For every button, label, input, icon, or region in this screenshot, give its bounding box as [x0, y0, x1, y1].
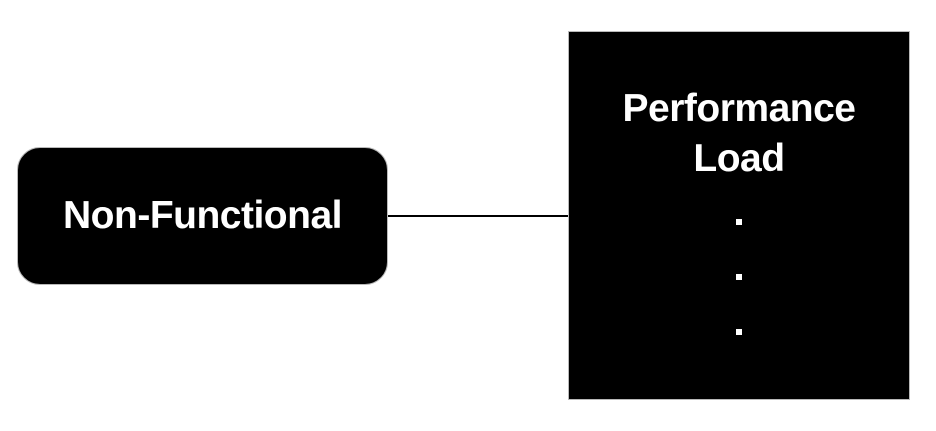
node-performance-load[interactable]: Performance Load	[568, 31, 910, 400]
node-non-functional-label: Non-Functional	[63, 194, 342, 237]
dot-marker-icon	[736, 273, 742, 280]
dot-marker-icon	[736, 328, 742, 335]
node-title-line-1: Performance	[622, 87, 856, 130]
node-performance-load-title: Performance Load	[589, 84, 889, 184]
connector-parent-to-child	[386, 215, 570, 217]
node-non-functional[interactable]: Non-Functional	[17, 147, 388, 285]
list-item[interactable]	[569, 304, 909, 359]
dot-marker-icon	[736, 218, 742, 225]
node-title-line-2: Load	[693, 137, 785, 180]
list-item[interactable]	[569, 194, 909, 249]
node-performance-load-bullet-list	[569, 194, 909, 359]
list-item[interactable]	[569, 249, 909, 304]
